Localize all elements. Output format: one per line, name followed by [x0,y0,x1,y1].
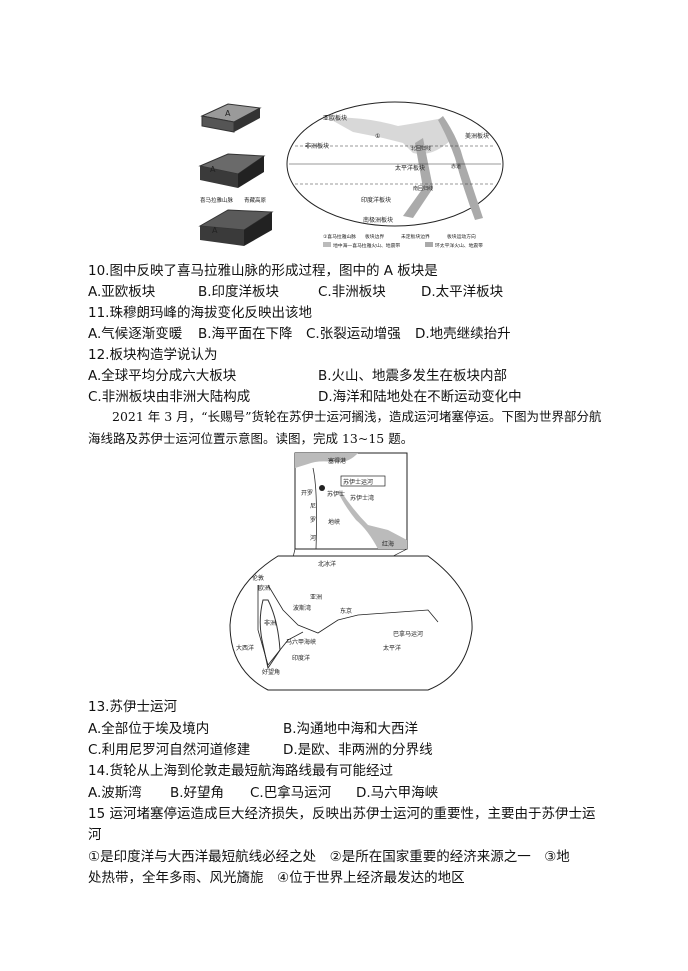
q14-option-d[interactable]: D.马六甲海峡 [356,785,439,801]
panama-canal-label: 巴拿马运河 [393,630,423,638]
q10-stem: 10.图中反映了喜马拉雅山脉的形成过程，图中的 A 板块是 [88,263,438,279]
block-stage-3: A [198,209,274,246]
block-stage-2: A [198,153,266,188]
q12-option-a[interactable]: A.全球平均分成六大板块 [88,368,237,384]
legend-med-belt: 地中海—喜马拉雅火山、地震带 [333,242,400,249]
suez-canal-label: 苏伊士运河 [343,478,373,486]
red-sea-label: 红海 [382,540,394,548]
legend-himalaya: ①喜马拉雅山脉 [323,233,356,240]
equator-label: 赤道 [451,163,461,170]
malacca-label: 马六甲海峡 [286,638,316,646]
block-label-a: A [225,109,231,118]
cape-good-hope-label: 好望角 [262,668,280,676]
gulf-of-suez-label: 苏伊士湾 [350,494,374,502]
himalaya-formation-diagram: A A 喜马拉雅山脉 青藏高原 A [198,103,274,246]
pacific-label: 太平洋 [383,644,401,652]
nile-label-3: 河 [310,534,316,542]
q10-option-a[interactable]: A.亚欧板块 [88,284,156,300]
nile-label-2: 罗 [310,517,316,524]
marker-1: ① [375,133,380,140]
tibet-label: 青藏高原 [244,196,267,204]
american-plate-label: 美洲板块 [465,132,489,140]
legend-direction: 板块运动方向 [447,233,476,240]
q12-option-b[interactable]: B.火山、地震多发生在板块内部 [318,368,508,384]
block-label-a: A [212,226,218,235]
indian-plate-label: 印度洋板块 [361,196,391,204]
q15-stem-line1: 15 运河堵塞停运造成巨大经济损失，反映出苏伊士运河的重要性，主要由于苏伊士运 [88,806,596,822]
q11-option-a[interactable]: A.气候逐渐变暖 [88,326,183,342]
atlantic-label: 大西洋 [236,644,254,652]
isthmus-label: 地峡 [328,518,340,526]
himalaya-label: 喜马拉雅山脉 [200,196,234,204]
block-stage-1: A [200,103,262,133]
q11-stem: 11.珠穆朗玛峰的海拔变化反映出该地 [88,305,312,321]
passage: 2021 年 3 月，“长赐号”货轮在苏伊士运河搁浅，造成运河堵塞停运。下图为世… [88,406,608,450]
tropic-capricorn-label: 南回归线 [413,185,433,192]
suez-canal-map: 塞得港 苏伊士运河 开罗 苏伊士 地峡 苏伊士湾 尼 罗 河 红海 北冰洋 伦敦… [229,452,473,691]
suez-inset-map: 塞得港 苏伊士运河 开罗 苏伊士 地峡 苏伊士湾 尼 罗 河 红海 [294,452,408,550]
pacific-plate-label: 太平洋板块 [395,164,425,172]
suez-label: 苏伊士 [327,490,345,498]
q10-option-b[interactable]: B.印度洋板块 [198,284,280,300]
indian-ocean-label: 印度洋 [292,654,310,662]
port-said-label: 塞得港 [328,457,346,465]
q12-stem: 12.板块构造学说认为 [88,347,218,363]
q13-stem: 13.苏伊士运河 [88,699,177,715]
block-label-a: A [210,165,216,174]
q12-option-c[interactable]: C.非洲板块由非洲大陆构成 [88,389,251,405]
eurasian-plate-label: 亚欧板块 [323,114,347,122]
asia-label: 亚洲 [310,594,322,601]
map-legend: ①喜马拉雅山脉 板块边界 未定板块边界 板块运动方向 地中海—喜马拉雅火山、地震… [323,233,483,249]
tokyo-label: 东京 [340,607,352,615]
q14-option-c[interactable]: C.巴拿马运河 [250,785,332,801]
legend-pacific-belt: 环太平洋火山、地震带 [435,242,483,249]
nile-label-1: 尼 [310,503,316,510]
q11-option-d[interactable]: D.地壳继续抬升 [415,326,511,342]
q13-option-a[interactable]: A.全部位于埃及境内 [88,721,210,737]
q11-option-b[interactable]: B.海平面在下降 [198,326,293,342]
antarctic-plate-label: 南极洲板块 [363,216,393,224]
passage-text: 2021 年 3 月，“长赐号”货轮在苏伊士运河搁浅，造成运河堵塞停运。下图为世… [88,409,602,446]
q10-option-c[interactable]: C.非洲板块 [318,284,386,300]
legend-boundary: 板块边界 [365,233,384,240]
plate-tectonics-map: 亚欧板块 非洲板块 印度洋板块 太平洋板块 美洲板块 南极洲板块 北回归线 赤道… [286,101,504,249]
arctic-ocean-label: 北冰洋 [318,560,336,568]
cairo-label: 开罗 [301,490,313,497]
q11-option-c[interactable]: C.张裂运动增强 [306,326,401,342]
q13-option-d[interactable]: D.是欧、非两洲的分界线 [283,742,433,758]
london-label: 伦敦 [252,574,264,582]
q15-choices-line1: ①是印度洋与大西洋最短航线必经之处 ②是所在国家重要的经济来源之一 ③地 [88,849,570,865]
q15-stem-line2: 河 [88,827,102,843]
legend-undetermined: 未定板块边界 [401,233,430,240]
q13-option-b[interactable]: B.沟通地中海和大西洋 [283,721,419,737]
q14-stem: 14.货轮从上海到伦敦走最短航海路线最有可能经过 [88,763,393,779]
africa-label: 非洲 [264,619,276,627]
african-plate-label: 非洲板块 [305,142,329,150]
q15-choices-line2: 处热带，全年多雨、风光旖旎 ④位于世界上经济最发达的地区 [88,870,465,886]
q12-option-d[interactable]: D.海洋和陆地处在不断运动变化中 [318,389,522,405]
q14-option-b[interactable]: B.好望角 [170,785,225,801]
persian-gulf-label: 波斯湾 [293,604,311,612]
q13-option-c[interactable]: C.利用尼罗河自然河道修建 [88,742,251,758]
q14-option-a[interactable]: A.波斯湾 [88,785,142,801]
world-shipping-map: 北冰洋 伦敦 欧洲 亚洲 波斯湾 东京 非洲 大西洋 马六甲海峡 印度洋 好望角… [229,555,473,691]
tropic-cancer-label: 北回归线 [411,145,431,152]
europe-label: 欧洲 [258,584,270,592]
q10-option-d[interactable]: D.太平洋板块 [421,284,504,300]
